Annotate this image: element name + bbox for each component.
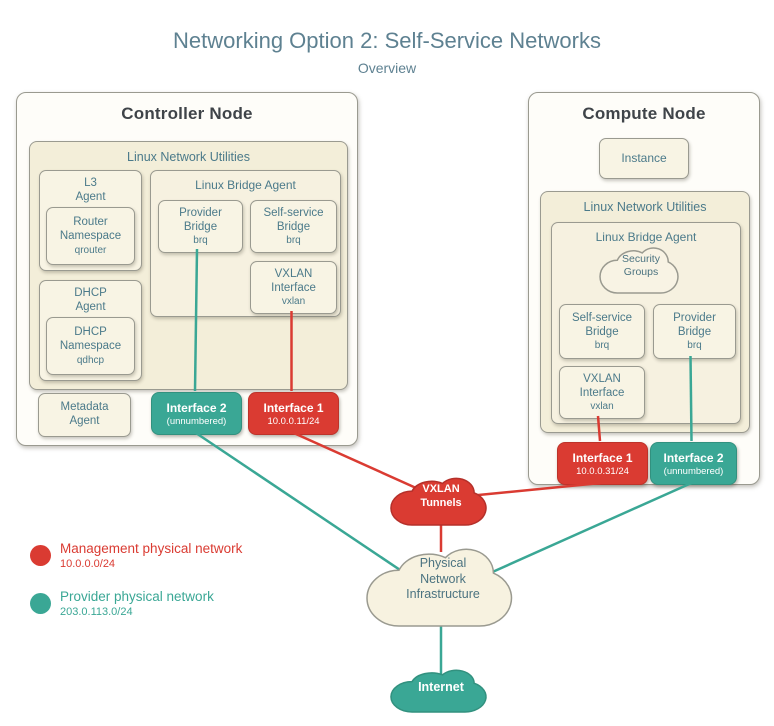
legend-provider-label: Provider physical network — [60, 589, 214, 604]
controller-self-service-bridge-box: Self-service Bridge brq — [250, 200, 337, 253]
controller-interface-1-sub: 10.0.0.11/24 — [267, 415, 320, 427]
compute-self-service-bridge-sub: brq — [594, 340, 610, 352]
compute-vxlan-interface-box: VXLAN Interface vxlan — [559, 366, 645, 419]
compute-interface-2: Interface 2 (unnumbered) — [650, 442, 737, 485]
metadata-agent-title: Metadata Agent — [60, 401, 109, 427]
controller-interface-1-label: Interface 1 — [263, 400, 324, 415]
controller-vxlan-interface-title: VXLAN Interface — [271, 267, 316, 294]
compute-linux-network-utilities: Linux Network Utilities Linux Bridge Age… — [540, 191, 750, 433]
controller-lnu-title: Linux Network Utilities — [127, 150, 250, 164]
compute-lnu-title: Linux Network Utilities — [583, 200, 707, 214]
compute-interface-2-sub: (unnumbered) — [663, 465, 724, 477]
compute-provider-bridge-title: Provider Bridge — [673, 311, 716, 338]
instance-title: Instance — [621, 151, 667, 166]
instance-box: Instance — [599, 138, 689, 179]
controller-interface-1: Interface 1 10.0.0.11/24 — [248, 392, 339, 435]
security-groups-label: Security Groups — [622, 253, 660, 279]
controller-interface-2-label: Interface 2 — [166, 400, 227, 415]
router-namespace-sub: qrouter — [74, 244, 107, 256]
compute-interface-1-label: Interface 1 — [572, 450, 633, 465]
legend-provider: Provider physical network 203.0.113.0/24 — [30, 589, 214, 618]
legend-management: Management physical network 10.0.0.0/24 — [30, 541, 242, 570]
compute-interface-2-label: Interface 2 — [663, 450, 724, 465]
controller-linux-network-utilities: Linux Network Utilities L3 Agent Router … — [29, 141, 348, 390]
legend-management-label: Management physical network — [60, 541, 243, 556]
compute-provider-bridge-box: Provider Bridge brq — [653, 304, 736, 359]
controller-self-service-bridge-title: Self-service Bridge — [263, 206, 324, 233]
controller-lba-title: Linux Bridge Agent — [195, 178, 296, 192]
compute-vxlan-interface-sub: vxlan — [590, 401, 614, 413]
controller-self-service-bridge-sub: brq — [286, 235, 301, 247]
controller-provider-bridge-box: Provider Bridge brq — [158, 200, 243, 253]
metadata-agent-box: Metadata Agent — [38, 393, 131, 437]
controller-vxlan-interface-sub: vxlan — [281, 296, 306, 308]
internet-label: Internet — [418, 680, 464, 694]
compute-node-title: Compute Node — [582, 104, 706, 123]
compute-lba-title: Linux Bridge Agent — [595, 230, 697, 244]
controller-linux-bridge-agent: Linux Bridge Agent Provider Bridge brq S… — [150, 170, 341, 317]
dhcp-namespace-sub: qdhcp — [76, 354, 105, 366]
router-namespace-box: Router Namespace qrouter — [46, 207, 135, 265]
dhcp-agent-box: DHCP Agent DHCP Namespace qdhcp — [39, 280, 142, 381]
dhcp-namespace-box: DHCP Namespace qdhcp — [46, 317, 135, 375]
controller-node: Controller Node Linux Network Utilities … — [16, 92, 358, 446]
page-subtitle: Overview — [357, 60, 417, 76]
provider-network-dot-icon — [30, 593, 51, 614]
controller-provider-bridge-sub: brq — [193, 235, 208, 247]
controller-node-title: Controller Node — [121, 104, 253, 123]
compute-node: Compute Node Instance Linux Network Util… — [528, 92, 760, 485]
l3-agent-title: L3 Agent — [75, 177, 106, 203]
compute-self-service-bridge-title: Self-service Bridge — [571, 311, 633, 338]
compute-vxlan-interface-title: VXLAN Interface — [579, 372, 625, 399]
compute-provider-bridge-sub: brq — [687, 340, 702, 352]
physical-network-label: Physical Network Infrastructure — [406, 556, 480, 602]
controller-vxlan-interface-box: VXLAN Interface vxlan — [250, 261, 337, 314]
controller-interface-2-sub: (unnumbered) — [166, 415, 227, 427]
legend-provider-sub: 203.0.113.0/24 — [60, 606, 133, 618]
router-namespace-title: Router Namespace — [59, 216, 122, 242]
controller-provider-bridge-title: Provider Bridge — [179, 206, 222, 233]
compute-interface-1: Interface 1 10.0.0.31/24 — [557, 442, 648, 485]
l3-agent-box: L3 Agent Router Namespace qrouter — [39, 170, 142, 271]
vxlan-tunnels-label: VXLAN Tunnels — [420, 483, 462, 509]
dhcp-namespace-title: DHCP Namespace — [59, 326, 122, 352]
controller-interface-2: Interface 2 (unnumbered) — [151, 392, 242, 435]
dhcp-agent-title: DHCP Agent — [74, 287, 107, 313]
compute-interface-1-sub: 10.0.0.31/24 — [576, 465, 629, 477]
page-title: Networking Option 2: Self-Service Networ… — [173, 28, 601, 53]
compute-self-service-bridge-box: Self-service Bridge brq — [559, 304, 645, 359]
legend-management-sub: 10.0.0.0/24 — [60, 558, 116, 570]
management-network-dot-icon — [30, 545, 51, 566]
